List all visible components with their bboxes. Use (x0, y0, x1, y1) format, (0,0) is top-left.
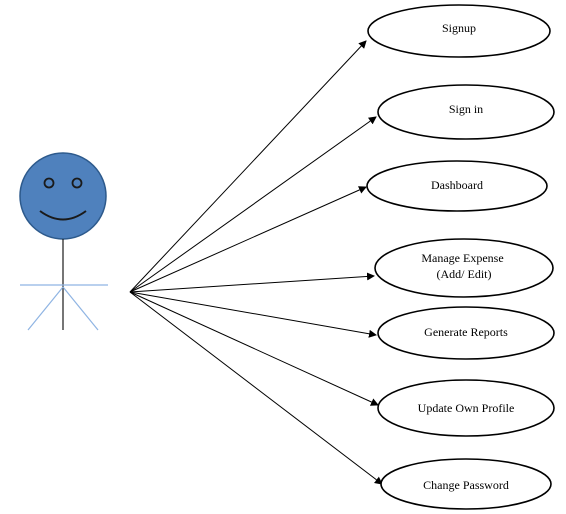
association-arrow-dashboard (129, 186, 367, 293)
use-case-label: Dashboard (431, 178, 483, 192)
use-case-dashboard: Dashboard (366, 160, 548, 212)
use-case-label: Signup (442, 21, 476, 35)
actor-left-leg (27, 286, 64, 331)
association-arrow-manage-expense (129, 272, 375, 293)
use-case-label: Sign in (449, 102, 483, 116)
use-case-ellipse (377, 306, 555, 360)
use-case-manage-expense: Manage Expense (Add/ Edit) (374, 238, 554, 298)
association-arrow-generate-reports (129, 291, 377, 338)
use-case-generate-reports: Generate Reports (377, 306, 555, 360)
use-case-ellipse (366, 160, 548, 212)
use-case-label: Change Password (423, 478, 509, 492)
use-case-label: Generate Reports (424, 325, 508, 339)
actor-left-eye (43, 177, 55, 189)
use-case-ellipse (367, 4, 551, 58)
actor-smile (39, 210, 87, 221)
use-case-sign-in: Sign in (377, 84, 555, 140)
use-case-ellipse (380, 458, 552, 510)
use-case-ellipse (377, 84, 555, 140)
association-arrow-sign-in (129, 116, 377, 293)
use-case-change-password: Change Password (380, 458, 552, 510)
association-arrows (129, 40, 383, 485)
use-case-signup: Signup (367, 4, 551, 58)
actor-stick-figure-icon (19, 152, 108, 331)
association-arrow-change-password (129, 291, 383, 485)
use-case-label: Update Own Profile (418, 401, 515, 415)
association-arrow-signup (129, 40, 367, 293)
association-arrow-update-own-profile (129, 291, 379, 406)
use-case-ellipse (377, 379, 555, 437)
actor-head (19, 152, 107, 240)
use-case-ellipse (374, 238, 554, 298)
use-case-update-own-profile: Update Own Profile (377, 379, 555, 437)
actor-right-leg (62, 286, 99, 331)
use-cases: Signup Sign in Dashboard Manage Expense … (366, 4, 555, 510)
actor-right-eye (71, 177, 83, 189)
use-case-label: Manage Expense (Add/ Edit) (421, 251, 506, 281)
